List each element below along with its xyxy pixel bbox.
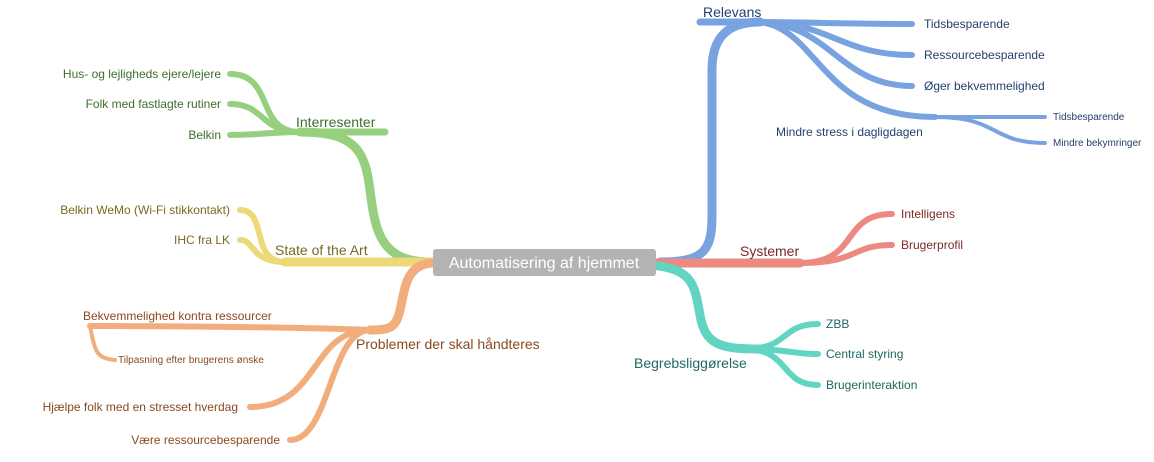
node-belkin-wemo[interactable]: Belkin WeMo (Wi-Fi stikkontakt) bbox=[60, 203, 230, 217]
node-brugerinteraktion[interactable]: Brugerinteraktion bbox=[826, 378, 917, 392]
root-node-label: Automatisering af hjemmet bbox=[449, 255, 640, 272]
node-oeger-bekvemmelighed[interactable]: Øger bekvemmelighed bbox=[924, 79, 1045, 93]
node-tilpasning[interactable]: Tilpasning efter brugerens ønske bbox=[118, 355, 264, 366]
branch-interessenter bbox=[227, 71, 435, 267]
connector-root-problemer bbox=[365, 258, 437, 335]
node-ressourcebesparende[interactable]: Ressourcebesparende bbox=[924, 48, 1045, 62]
node-bekvem-ressourcer[interactable]: Bekvemmelighed kontra ressourcer bbox=[83, 309, 272, 323]
node-vaere-ressource[interactable]: Være ressourcebesparende bbox=[131, 433, 280, 447]
connector-relevans-bekvem bbox=[757, 19, 915, 89]
node-hjaelpe-folk[interactable]: Hjælpe folk med en stresset hverdag bbox=[43, 400, 238, 414]
node-state-of-the-art[interactable]: State of the Art bbox=[275, 242, 368, 258]
node-mindre-bekymringer[interactable]: Mindre bekymringer bbox=[1053, 138, 1142, 149]
root-node[interactable]: Automatisering af hjemmet bbox=[433, 249, 656, 276]
node-begrebsliggoerelse[interactable]: Begrebsliggørelse bbox=[634, 355, 747, 371]
connector-begreb-bruger bbox=[742, 346, 821, 388]
branch-begreb bbox=[653, 261, 821, 388]
connector-relevans-stress bbox=[757, 19, 938, 120]
connector-stress-bekymringer bbox=[933, 115, 1047, 145]
node-central-styring[interactable]: Central styring bbox=[826, 347, 903, 361]
connector-prob-hjaelpe bbox=[247, 327, 373, 410]
connector-prob-tilpasning bbox=[88, 324, 117, 362]
branch-problemer bbox=[87, 258, 437, 443]
connector-prob-ressource bbox=[287, 327, 373, 443]
branch-relevans bbox=[655, 17, 1047, 267]
node-relevans[interactable]: Relevans bbox=[703, 4, 761, 20]
node-interresenter[interactable]: Interresenter bbox=[296, 114, 376, 130]
connector-int-belkin bbox=[227, 129, 303, 138]
node-mindre-stress[interactable]: Mindre stress i dagligdagen bbox=[776, 125, 923, 139]
node-problemer[interactable]: Problemer der skal håndteres bbox=[356, 336, 540, 352]
node-ihc[interactable]: IHC fra LK bbox=[174, 233, 230, 247]
connector-prob-bekvem bbox=[87, 323, 373, 333]
connector-systemer-brugerprofil bbox=[797, 242, 895, 266]
connector-root-begreb bbox=[653, 261, 765, 354]
node-belkin[interactable]: Belkin bbox=[188, 128, 221, 142]
root-node-box bbox=[433, 249, 656, 276]
node-zbb[interactable]: ZBB bbox=[826, 317, 849, 331]
node-hus-ejere[interactable]: Hus- og lejligheds ejere/lejere bbox=[63, 67, 221, 81]
node-tidsbesparende[interactable]: Tidsbesparende bbox=[924, 17, 1010, 31]
connector-state-ihc bbox=[237, 237, 288, 265]
branch-systemer bbox=[650, 211, 895, 268]
node-sub-tidsbesparende[interactable]: Tidsbesparende bbox=[1053, 112, 1125, 123]
branch-state-of-the-art bbox=[237, 207, 437, 267]
node-systemer[interactable]: Systemer bbox=[740, 243, 799, 259]
node-intelligens[interactable]: Intelligens bbox=[901, 207, 955, 221]
node-brugerprofil[interactable]: Brugerprofil bbox=[901, 238, 963, 252]
node-folk-rutiner[interactable]: Folk med fastlagte rutiner bbox=[86, 97, 221, 111]
connector-root-relevans bbox=[655, 17, 765, 267]
connector-root-interessenter bbox=[295, 127, 435, 267]
